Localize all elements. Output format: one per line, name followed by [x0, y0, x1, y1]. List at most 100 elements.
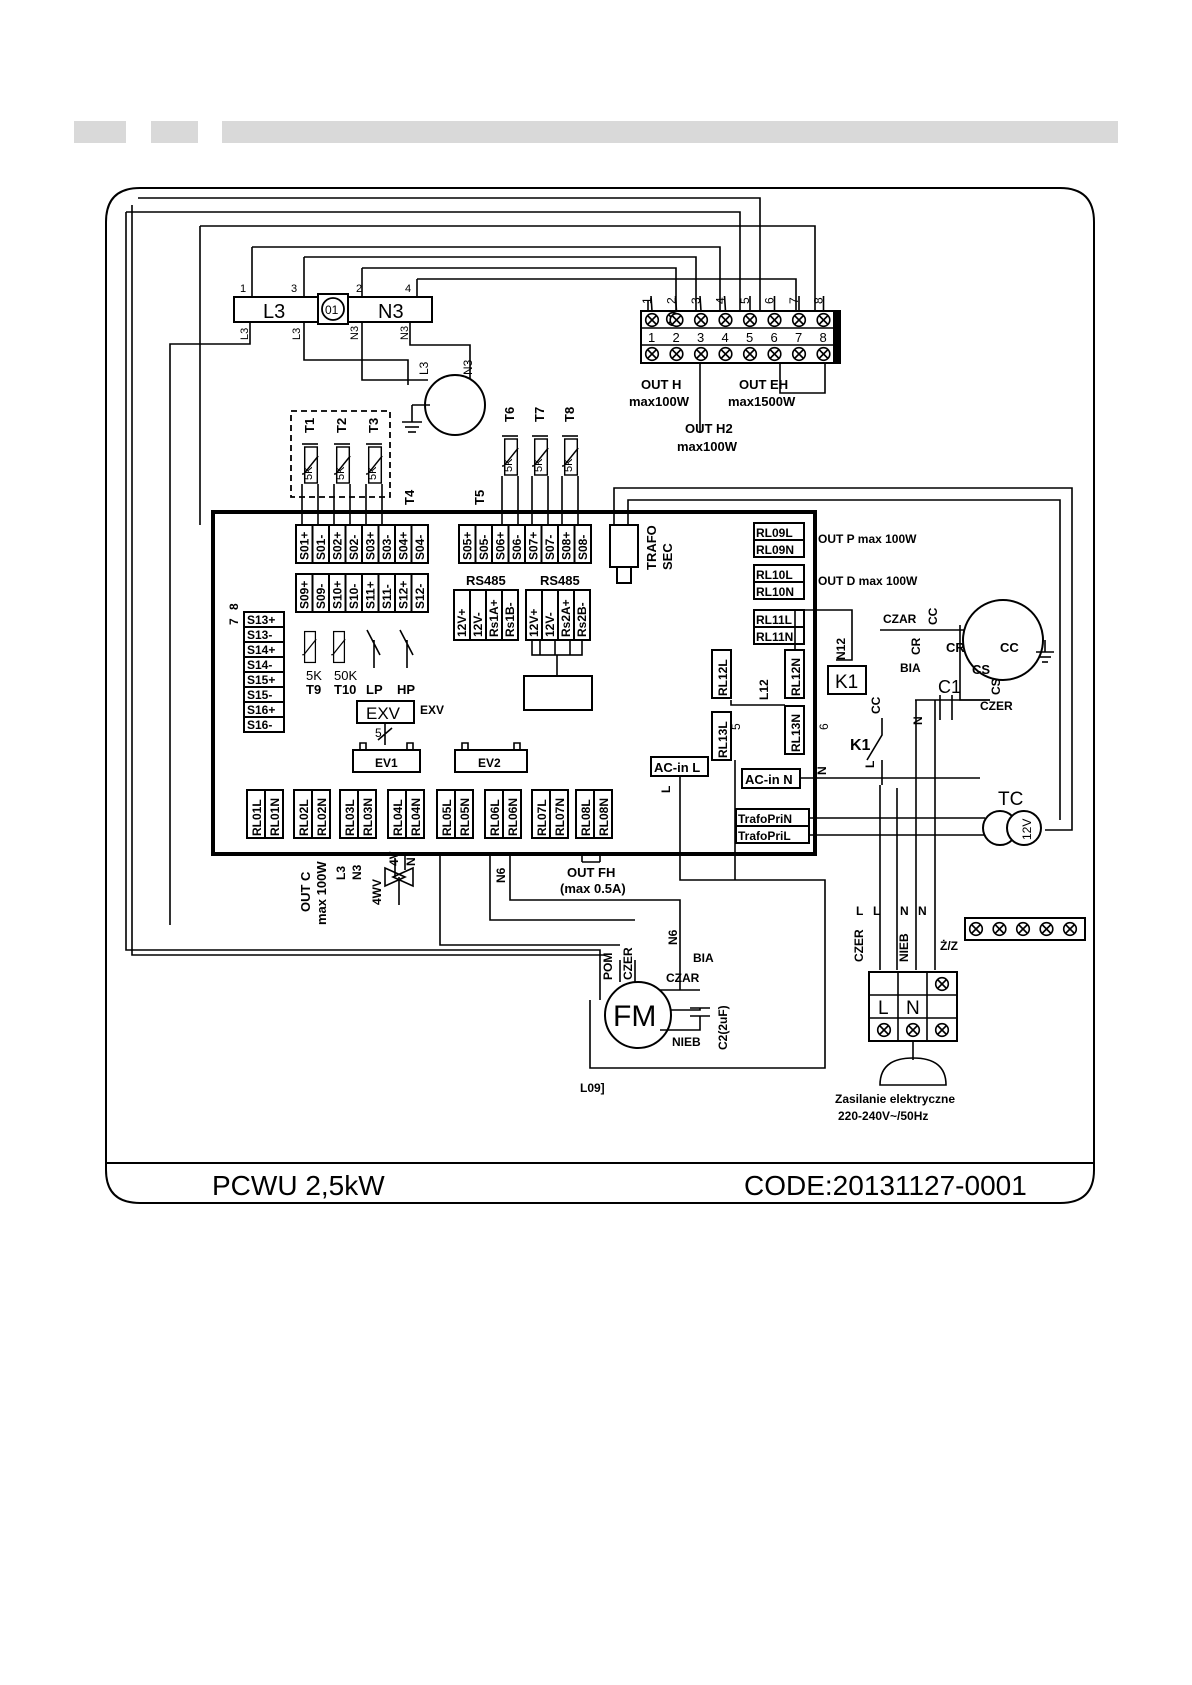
valve-l3: L3 — [334, 866, 348, 880]
t10-label: T10 — [334, 682, 356, 697]
s-mid-label-5: S11- — [380, 584, 394, 609]
strip-screw-top-6 — [767, 312, 782, 328]
ev1-label: EV1 — [375, 756, 398, 770]
strip-wire-number-6: 6 — [763, 297, 777, 304]
relay-rl10n — [753, 581, 805, 600]
k1-l: L — [863, 761, 877, 768]
strip-screw-bottom-7 — [791, 346, 807, 362]
rl13-pin6: 6 — [817, 723, 831, 730]
strip-screw-bottom-8 — [816, 346, 831, 362]
strip-screw-top-5 — [742, 312, 758, 328]
strip-number-5: 5 — [746, 330, 753, 345]
s-left-label-5: S15- — [247, 688, 272, 702]
s-top-s04n — [410, 524, 429, 564]
out-h-label: OUT H — [641, 377, 681, 392]
mains-strip-screw-3 — [1015, 921, 1031, 937]
strip-screw-bottom-1 — [644, 346, 660, 362]
wire-n3-a: N3 — [349, 326, 361, 340]
valve-4v: 4V — [387, 851, 401, 866]
pin-2: 2 — [356, 283, 362, 295]
out-h-max: max100W — [629, 394, 690, 409]
ev2-label: EV2 — [478, 756, 501, 770]
outer-frame — [105, 187, 1095, 1204]
out-eh-label: OUT EH — [739, 377, 788, 392]
exv-side-label: EXV — [420, 703, 444, 717]
relay-label-rl02l: RL02L — [297, 799, 311, 836]
fan-nieb: NIEB — [672, 1035, 701, 1049]
rs485-b-label: RS485 — [540, 573, 580, 588]
s-mid-label-4: S11+ — [364, 581, 378, 609]
comp-n: N — [911, 716, 925, 725]
valve-4wv: 4WV — [370, 879, 384, 905]
header-bar-3 — [222, 121, 1118, 143]
s-left-label-6: S16+ — [247, 703, 275, 717]
comp-czar: CZAR — [883, 612, 917, 626]
rl13-pin5: 5 — [729, 723, 743, 730]
s-mid-label-6: S12+ — [397, 581, 411, 609]
s-left-label-7: S16- — [247, 718, 272, 732]
pin-4: 4 — [405, 283, 411, 295]
block-left-label: L3 — [263, 301, 285, 323]
relay-label-rl10n: RL10N — [756, 585, 794, 599]
strip-number-2: 2 — [673, 330, 680, 345]
s-top2-label-6: S08+ — [560, 532, 574, 560]
lower-sensors — [302, 629, 414, 668]
comp-c1: C1 — [938, 677, 961, 697]
s-top-label-4: S03+ — [364, 532, 378, 560]
mains-zz: Ż/Z — [940, 938, 958, 953]
sensor-t7-res: 5K — [533, 458, 545, 472]
valve-n3: N3 — [350, 864, 364, 880]
rs485-b-label-0: 12V+ — [527, 609, 541, 637]
tc-volt: 12V — [1020, 819, 1034, 840]
out-eh-max: max1500W — [728, 394, 796, 409]
ac-in-l-wire: L — [659, 786, 673, 793]
strip-screw-bottom-4 — [718, 346, 733, 362]
strip-screw-top-2 — [669, 312, 684, 328]
pin-3: 3 — [291, 283, 297, 295]
t9-res: 5K — [306, 668, 322, 683]
fan-bia: BIA — [693, 951, 714, 965]
relay-rl02n — [311, 789, 331, 839]
mains-strip-screw-1 — [968, 921, 984, 937]
k1-coil-label: K1 — [835, 672, 858, 693]
s-top2-label-3: S06- — [510, 535, 524, 560]
s-left-label-0: S13+ — [247, 613, 275, 627]
rl12l-label: RL12L — [716, 659, 730, 696]
k1-coil — [827, 665, 867, 695]
out-h2-max: max100W — [677, 439, 738, 454]
strip-screw-bottom-3 — [693, 346, 709, 362]
relay-label-rl06l: RL06L — [488, 799, 502, 836]
comp-cc: CC — [1000, 640, 1019, 655]
s-top-label-2: S02+ — [331, 532, 345, 560]
sensor-t6-res: 5K — [503, 458, 515, 472]
trafo-pri-n-label: TrafoPriN — [738, 812, 792, 826]
relay-label-rl05n: RL05N — [458, 798, 472, 836]
fan-n6-top: N6 — [494, 867, 508, 883]
relay-label-rl01l: RL01L — [250, 799, 264, 836]
relay-rl04n — [405, 789, 425, 839]
wire-n3-b: N3 — [399, 326, 411, 340]
s-mid-label-1: S09- — [314, 584, 328, 609]
t9-label: T9 — [306, 682, 321, 697]
rl13n-label: RL13N — [789, 714, 803, 752]
sensor-t8: T8 — [562, 407, 577, 422]
fan-c2: C2(2uF) — [716, 1005, 730, 1050]
sensor-t1-res: 5K — [303, 466, 315, 480]
s-top-label-1: S01- — [314, 535, 328, 560]
tc-label: TC — [998, 789, 1023, 810]
out-fh-max: (max 0.5A) — [560, 881, 626, 896]
rs485-a-label: RS485 — [466, 573, 506, 588]
k1-cc: CC — [869, 696, 883, 714]
relay-rl03n — [357, 789, 377, 839]
relay-rl07n — [549, 789, 569, 839]
sensor-group-dashed — [290, 410, 391, 498]
compressor — [939, 599, 1054, 720]
valve-n: N — [404, 857, 418, 866]
strip-wire-number-2: 2 — [665, 297, 679, 304]
pump-motor — [402, 374, 486, 436]
relay-rl05n — [454, 789, 474, 839]
fan-motor — [439, 856, 710, 1049]
rs485-a-pin-3 — [501, 589, 519, 641]
ac-in-n-wire: N — [815, 766, 829, 775]
sensor-t2: T2 — [334, 418, 349, 433]
